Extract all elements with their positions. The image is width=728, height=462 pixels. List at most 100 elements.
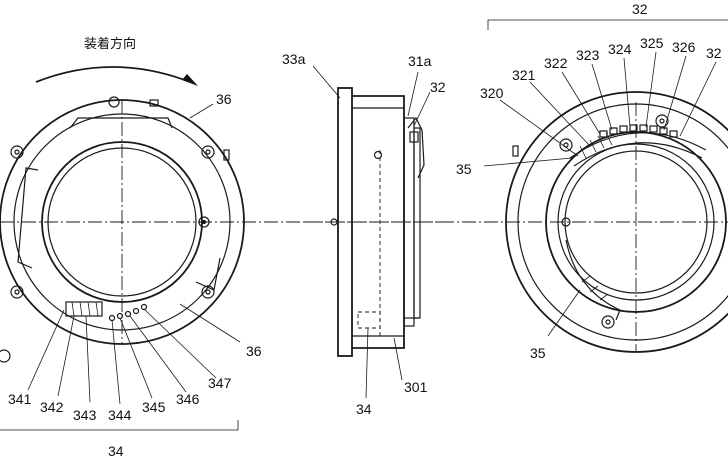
contact-pad [599, 130, 608, 138]
contact-pad [619, 125, 628, 133]
callout-326: 326 [672, 39, 696, 55]
callout-324: 324 [608, 41, 632, 57]
callout-36-bottom: 36 [246, 343, 262, 359]
callout-325: 325 [640, 35, 664, 51]
right-bayonet-claw-lower [565, 239, 621, 321]
leader-line [499, 99, 579, 157]
right-contact-pads [599, 124, 678, 138]
leader-line [561, 71, 601, 135]
leader-line [27, 309, 65, 391]
leader-line [365, 327, 369, 399]
leader-line [529, 81, 591, 147]
left-index-rect-icon [149, 99, 159, 107]
callout-32-right: 32 [706, 45, 722, 61]
right-screw-center-icon [605, 319, 611, 325]
leader-line [547, 289, 581, 337]
group-bracket-32 [487, 19, 728, 30]
left-screw-icon [201, 145, 215, 159]
left-contact-lines [71, 301, 99, 317]
direction-label: 装着方向 [84, 36, 136, 52]
left-screw-center-icon [14, 289, 20, 295]
middle-contact-unit [409, 131, 419, 143]
callout-34-middle: 34 [356, 401, 372, 417]
left-leaders [0, 103, 241, 431]
callout-323: 323 [576, 47, 600, 63]
callout-344: 344 [108, 407, 132, 423]
middle-rear-plate [413, 127, 421, 319]
leader-line [312, 65, 341, 99]
contact-pad [659, 127, 668, 135]
callout-343: 343 [73, 407, 97, 423]
contact-pad [609, 127, 618, 135]
left-contact-pin-icon [124, 310, 132, 318]
callout-31a: 31a [408, 53, 432, 69]
mount-direction-arrow [35, 66, 191, 83]
callout-346: 346 [176, 391, 200, 407]
left-screw-center-icon [14, 149, 20, 155]
leader-line [663, 55, 687, 131]
callout-321: 321 [512, 67, 536, 83]
right-claw-hatch [581, 275, 609, 301]
right-contact-arc-inner [573, 142, 703, 167]
leader-line [679, 61, 717, 137]
middle-hidden-contact [357, 311, 381, 329]
callout-320: 320 [480, 85, 504, 101]
callout-33a: 33a [282, 51, 306, 67]
left-screw-icon [10, 285, 24, 299]
callout-342: 342 [40, 399, 64, 415]
right-edge-tab [512, 145, 519, 157]
leader-line [623, 57, 631, 128]
left-bayonet-claw-right [195, 257, 221, 291]
left-contact-pin-icon [132, 307, 140, 315]
contact-pad [639, 124, 648, 132]
right-screw-center-icon [659, 118, 665, 124]
callout-322: 322 [544, 55, 568, 71]
callout-341: 341 [8, 391, 32, 407]
leader-line [111, 319, 121, 405]
middle-pin-icon [373, 150, 383, 160]
right-mount-view [483, 19, 728, 353]
leader-line [143, 308, 217, 379]
left-lock-pin-center-icon [202, 220, 206, 224]
left-mount-view [0, 96, 245, 363]
contact-pad [629, 124, 638, 132]
right-hatching [579, 132, 613, 159]
leader-line [179, 303, 241, 343]
left-lock-pin-icon [198, 216, 210, 228]
left-screw-icon [10, 145, 24, 159]
group-label-34-left: 34 [108, 443, 124, 459]
right-lock-pin-icon [561, 217, 571, 227]
leader-line [189, 103, 214, 119]
contact-pad [669, 130, 678, 138]
left-bayonet-claw-top [69, 117, 173, 129]
leader-line [413, 91, 431, 127]
leader-line [119, 317, 153, 399]
leader-line [645, 51, 657, 128]
middle-side-view [304, 65, 440, 399]
left-contact-block [65, 301, 103, 317]
callout-301: 301 [404, 379, 428, 395]
callout-347: 347 [208, 375, 232, 391]
left-edge-tab [223, 149, 230, 161]
callout-32-middle: 32 [430, 79, 446, 95]
right-screw-icon [601, 315, 615, 329]
left-index-mark-icon [108, 96, 120, 108]
arrow-head-icon [182, 74, 198, 86]
left-contact-pin-icon [140, 303, 148, 311]
group-bracket-34 [0, 420, 239, 431]
left-screw-center-icon [205, 149, 211, 155]
middle-axis-pin-icon [330, 218, 338, 226]
group-label-32-right: 32 [632, 1, 648, 17]
left-screw-center-icon [205, 289, 211, 295]
left-partial-circle-icon [0, 349, 11, 363]
contact-pad [649, 125, 658, 133]
left-contact-pin-icon [108, 314, 116, 322]
leader-line [57, 315, 75, 397]
leader-line [393, 337, 403, 381]
right-screw-icon [559, 138, 573, 152]
leader-line [85, 315, 91, 403]
leader-line [129, 315, 187, 393]
leader-line [591, 63, 613, 131]
